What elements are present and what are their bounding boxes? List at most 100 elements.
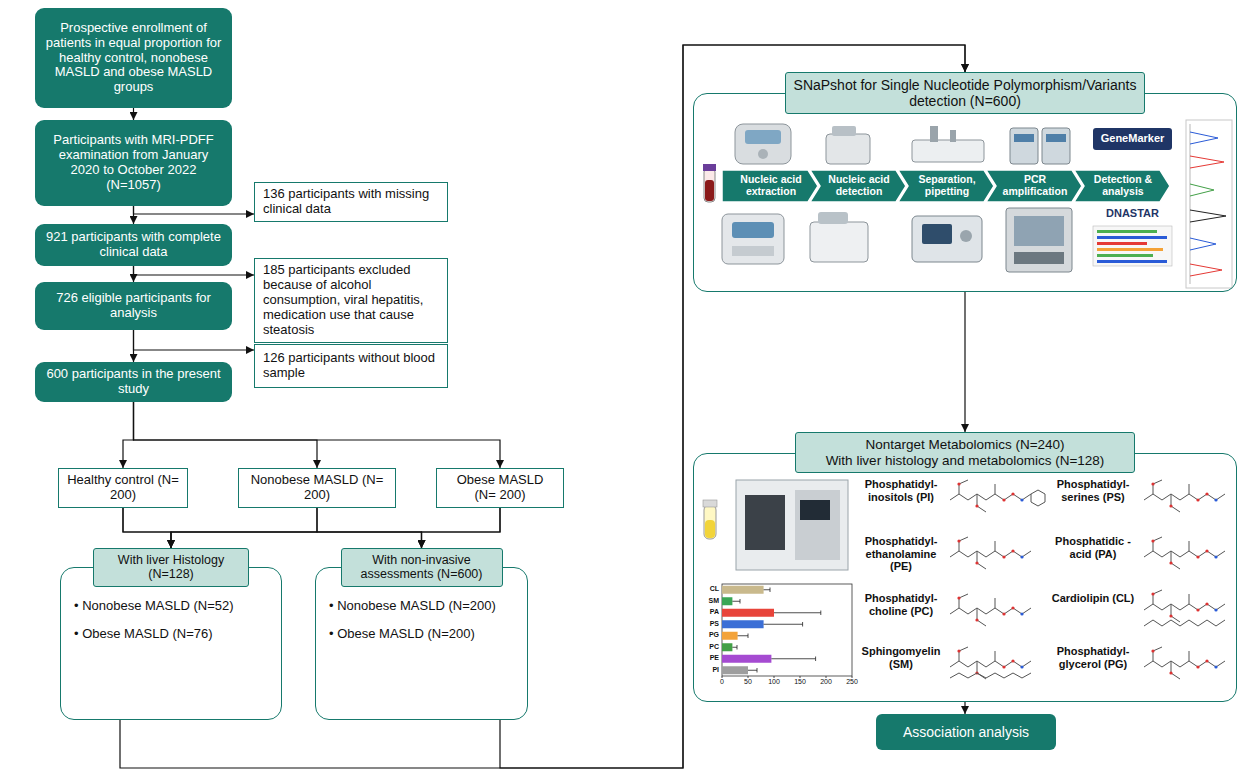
bar-chart [748,670,757,671]
lipid-name: Phosphatidic -acid (PA) [1050,535,1136,560]
sequencer-photo [1014,252,1064,264]
flow-arrow [123,402,134,468]
tick-label: 200 [814,678,838,686]
panel-title: Nontarget Metabolomics (N=240) [802,437,1128,453]
panel-title: SNaPshot for Single Nucleotide Polymorph… [792,77,1138,109]
bar-chart [722,655,771,663]
panel-header: With non-invasive assessments (N=600) [341,548,503,587]
result-box: Association analysis [876,714,1056,750]
process-box: 921 participants with complete clinical … [35,224,232,266]
detector-photo [832,126,856,136]
step-chevron: Nucleic acid extraction [722,170,818,202]
bar-chart [815,657,816,662]
sample-tube [704,505,716,539]
flow-arrow [120,45,965,768]
step-label: PCR amplification [1000,174,1070,197]
sample-tube [705,520,715,538]
bar-chart [722,584,852,676]
bar-chart [722,643,732,651]
flow-arrow [317,508,422,548]
electropherogram [1190,156,1224,168]
box-label: Association analysis [884,724,1048,740]
panel-header: Nontarget Metabolomics (N=240)With liver… [795,432,1135,473]
tick-label: 100 [762,678,786,686]
instrument-photo [810,212,868,262]
tick-label: 150 [788,678,812,686]
box-label: 185 participants excluded because of alc… [263,263,439,338]
sequencer-photo [1014,216,1064,246]
flow-arrow [422,508,501,548]
sample-tube [703,500,717,507]
bar-chart [774,676,775,678]
thermal-cycler-photo [912,216,982,262]
bullet-item: • Obese MASLD (N=200) [329,626,499,642]
flow-arrow [964,292,965,432]
blood-tube [704,168,715,202]
step-chevron: Separation, pipetting [898,170,994,202]
bar-chart [774,612,821,613]
bar-chart [770,588,771,593]
pipetting-photo [912,126,984,162]
pipetting-photo [912,140,984,162]
panel-outline [315,567,528,720]
flow-arrow [134,402,318,468]
flow-arrow [134,206,255,214]
cohort-panel: With liver Histology (N=128)• Nonobese M… [60,548,282,720]
lipid-structures [1144,480,1225,512]
panel-title: With non-invasive assessments (N=600) [348,553,496,582]
flow-arrow [134,266,255,275]
lipid-name: Cardiolipin (CL) [1050,592,1136,605]
lipid-name: Phosphatidyl- choline (PC) [858,592,944,617]
bar-chart [722,588,852,679]
box-label: 921 participants with complete clinical … [43,230,224,260]
bar-chart [722,597,732,605]
exclusion-box: 185 participants excluded because of alc… [254,258,448,343]
box-label: 126 participants without blood sample [263,351,439,381]
bar-chart [737,645,738,650]
step-label: Detection & analysis [1088,174,1158,197]
lipid-name: Phosphatidyl- glycerol (PG) [1050,645,1136,670]
sequence-view [1097,254,1153,257]
lipid-structures [1144,537,1225,569]
process-box: 726 eligible participants for analysis [35,282,232,330]
tick-label: 250 [840,678,864,686]
box-label: 726 eligible participants for analysis [43,291,224,321]
instrument-photo [722,214,784,264]
bar-chart [800,676,801,678]
box-label: 136 participants with missing clinical d… [263,187,439,217]
blood-tube [703,164,716,171]
instrument-photo [722,214,784,264]
group-box: Healthy control (N= 200) [58,468,188,508]
pcr-photo [1042,128,1070,164]
group-box: Nonobese MASLD (N= 200) [238,468,396,508]
thermal-cycler-photo [922,224,952,244]
thermal-cycler-photo [912,216,982,262]
box-label: Nonobese MASLD (N= 200) [247,473,387,503]
extractor-photo [735,124,791,164]
box-label: Obese MASLD (N= 200) [445,473,555,503]
thermal-cycler-photo [960,230,972,242]
lipid-structures [950,480,1225,679]
flow-arrow [134,402,501,468]
process-box: Prospective enrollment of patients in eq… [35,8,232,108]
bar-chart [820,611,821,616]
electropherogram [1190,124,1191,284]
bar-chart [738,635,748,636]
step-chevron: Nucleic acid detection [810,170,906,202]
instrument-photo [810,222,868,262]
flow-arrow [171,508,500,548]
bullet-item: • Obese MASLD (N=76) [74,626,244,642]
step-label: Nucleic acid detection [824,174,894,197]
sequence-view [1097,236,1167,239]
panel-body: • Nonobese MASLD (N=200)• Obese MASLD (N… [329,598,499,653]
step-chevron: PCR amplification [986,170,1082,202]
lipid-name: Sphingomyelin (SM) [858,645,944,670]
exclusion-box: 136 participants with missing clinical d… [254,182,448,222]
sequence-view [1097,260,1167,263]
instrument-photo [818,212,848,224]
electropherogram [1190,264,1222,276]
axis-label: PI [697,666,719,674]
step-label: Nucleic acid extraction [736,174,806,197]
electropherogram [1186,120,1232,288]
